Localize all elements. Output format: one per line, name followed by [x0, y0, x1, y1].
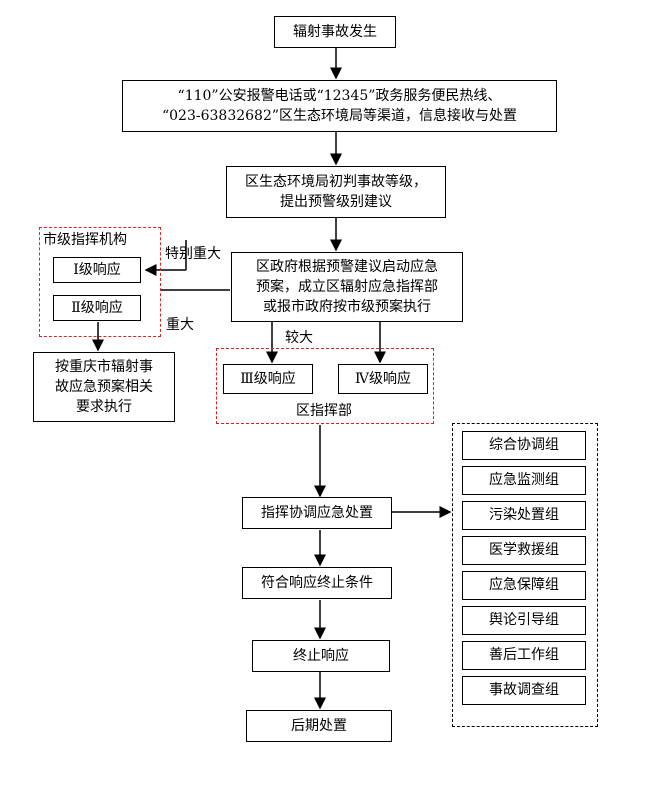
team-box: 事故调查组: [462, 676, 586, 705]
node-level3-response: Ⅲ级响应: [223, 364, 313, 394]
node-district-government: 区政府根据预警建议启动应急 预案，成立区辐射应急指挥部 或报市政府按市级预案执行: [231, 252, 463, 322]
group-district-command-label: 区指挥部: [296, 403, 352, 419]
node-information-receive: “110”公安报警电话或“12345”政务服务便民热线、 “023-638326…: [122, 80, 557, 132]
group-working-teams: [452, 423, 598, 727]
team-box: 舆论引导组: [462, 606, 586, 635]
node-initial-judge: 区生态环境局初判事故等级， 提出预警级别建议: [226, 166, 446, 218]
team-box: 医学救援组: [462, 536, 586, 565]
node-terminate-response: 终止响应: [252, 640, 390, 672]
node-city-plan-execution: 按重庆市辐射事 故应急预案相关 要求执行: [33, 352, 175, 422]
node-command-coordination: 指挥协调应急处置: [242, 497, 392, 529]
node-termination-condition: 符合响应终止条件: [242, 567, 392, 599]
team-box: 应急监测组: [462, 466, 586, 495]
node-aftermath: 后期处置: [246, 710, 392, 742]
team-box: 污染处置组: [462, 501, 586, 530]
edge-label-larger: 较大: [285, 330, 313, 346]
edge-label-major: 重大: [166, 317, 194, 333]
team-box: 善后工作组: [462, 641, 586, 670]
node-level2-response: Ⅱ级响应: [53, 295, 141, 321]
node-accident-occurs: 辐射事故发生: [274, 16, 396, 48]
group-city-command: [39, 227, 161, 337]
node-level1-response: Ⅰ级响应: [53, 257, 141, 283]
node-level4-response: Ⅳ级响应: [338, 364, 428, 394]
edge-label-especially-major: 特别重大: [165, 246, 221, 262]
team-box: 综合协调组: [462, 431, 586, 460]
group-district-command: [216, 348, 434, 424]
group-city-command-label: 市级指挥机构: [43, 232, 127, 248]
team-box: 应急保障组: [462, 571, 586, 600]
